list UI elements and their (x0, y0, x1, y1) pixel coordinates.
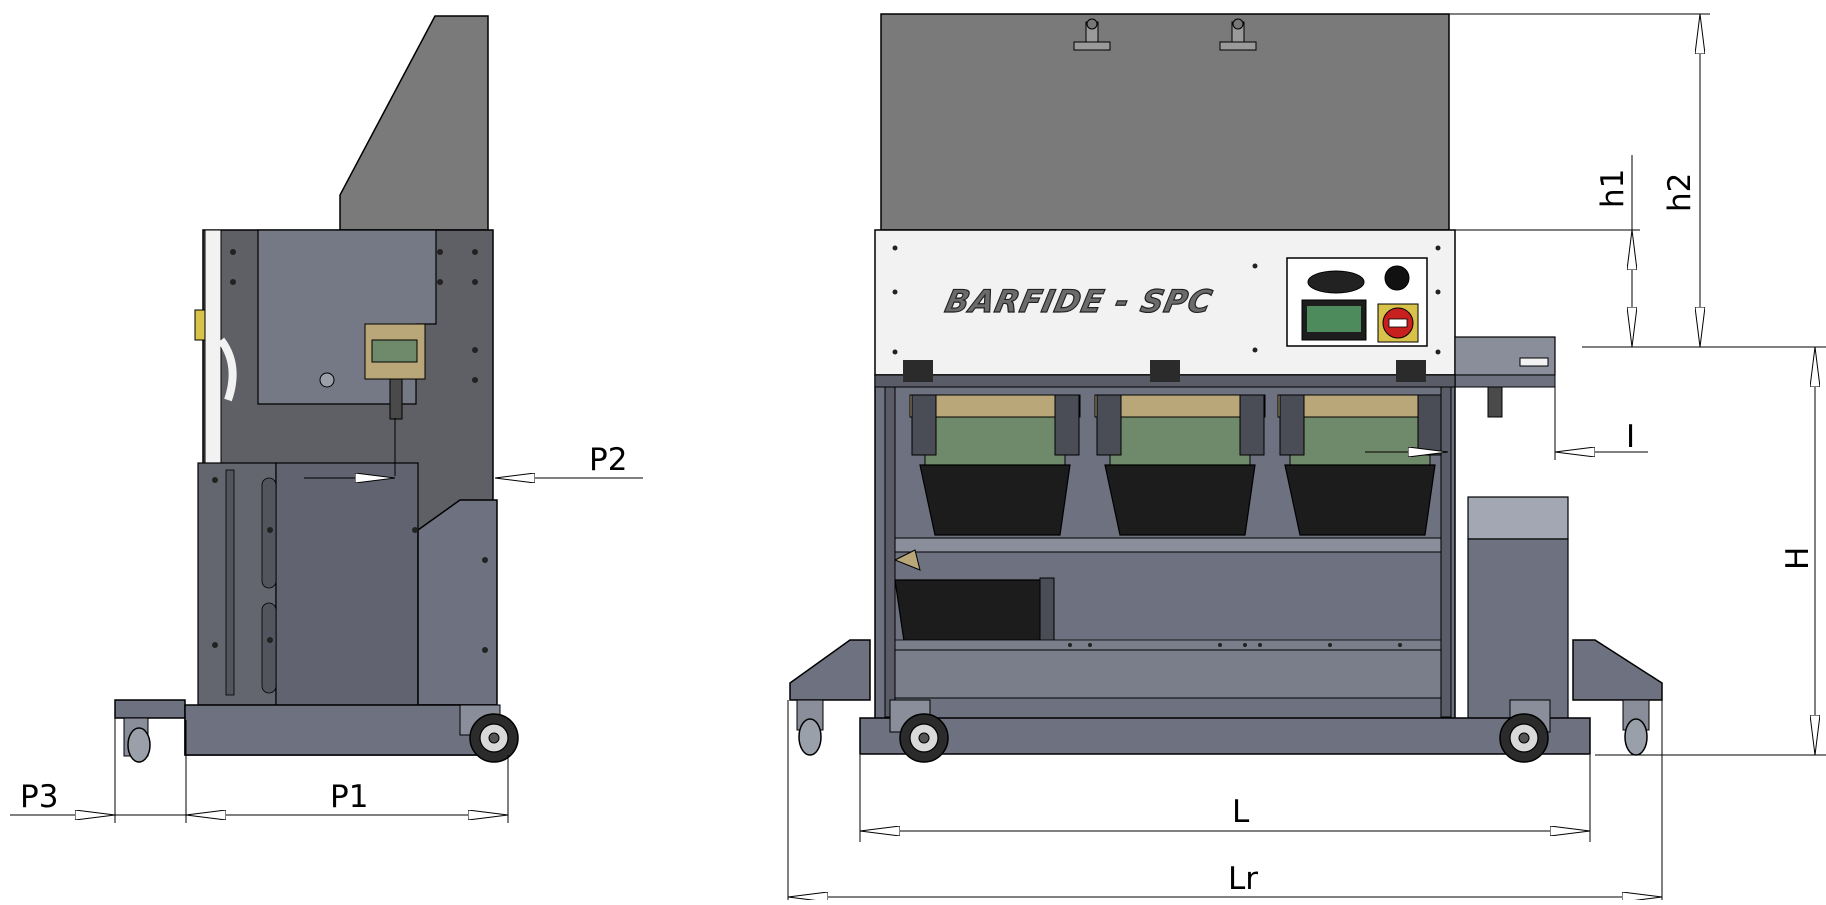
side-lower-panel-mid (275, 462, 419, 706)
selector-switch[interactable] (1307, 270, 1365, 294)
brand-label: BARFIDE - SPC (942, 284, 1216, 320)
side-lever (217, 337, 237, 402)
base-frame (859, 717, 1591, 755)
side-yellow-handle (194, 309, 206, 341)
hopper-latch-right (1219, 18, 1257, 51)
front-caster-outer-right (1622, 699, 1650, 756)
side-view (114, 15, 519, 763)
front-dimensions (787, 13, 1826, 900)
dim-label-l: L (1232, 794, 1250, 830)
front-caster-inner-left (889, 699, 949, 763)
front-caster-inner-right (1499, 699, 1551, 763)
outrigger-left (789, 639, 871, 701)
side-dimensions (10, 418, 643, 823)
tray-1 (909, 394, 1081, 536)
tray-3 (1277, 394, 1443, 536)
front-hopper (880, 13, 1450, 231)
dim-label-i: I (1626, 419, 1635, 455)
tray-2 (1094, 394, 1266, 536)
dim-label-p3: P3 (20, 779, 58, 815)
indicator-knob[interactable] (1384, 265, 1410, 291)
dim-label-p1: P1 (330, 779, 368, 815)
side-bin (417, 499, 498, 706)
side-caster-left (123, 717, 151, 763)
middle-shelf (884, 537, 1451, 553)
hopper-latch-left (1073, 18, 1111, 51)
outrigger-right (1572, 639, 1663, 701)
side-arm (1454, 336, 1556, 418)
side-caster-right (459, 704, 519, 763)
dim-label-h: H (1780, 547, 1816, 570)
front-caster-outer-left (796, 699, 824, 756)
dim-label-h2: h2 (1662, 173, 1698, 212)
side-hopper-lid (339, 15, 489, 231)
dim-label-h1: h1 (1595, 169, 1631, 208)
front-view: BARFIDE - SPC (789, 13, 1663, 763)
dim-label-p2: P2 (589, 442, 627, 478)
dim-label-lr: Lr (1228, 861, 1258, 897)
waste-bin (1467, 496, 1569, 720)
